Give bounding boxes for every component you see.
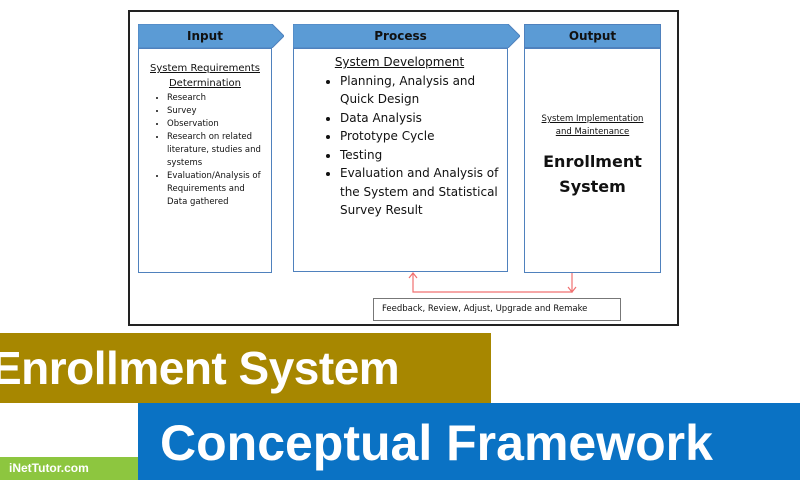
output-header: Output [524, 24, 661, 48]
input-header-arrow-shape [138, 24, 284, 48]
process-title: System Development [334, 55, 465, 69]
process-header-label: Process [374, 29, 427, 43]
feedback-box: Feedback, Review, Adjust, Upgrade and Re… [373, 298, 621, 321]
process-header: Process [293, 24, 520, 48]
input-title-line2: Determination [168, 78, 241, 89]
output-main-line2: System [559, 177, 626, 196]
output-main-line1: Enrollment [543, 152, 642, 171]
list-item: Research [167, 92, 267, 105]
arrow-up-icon [408, 272, 418, 279]
output-main: Enrollment System [525, 149, 660, 199]
list-item: Research on related literature, studies … [167, 131, 267, 170]
banner-title: Enrollment System [0, 342, 400, 394]
input-title: System Requirements [150, 63, 260, 74]
list-item: Evaluation/Analysis of Requirements and … [167, 170, 267, 209]
output-subtitle-line2: and Maintenance [555, 127, 630, 137]
list-item: Survey [167, 105, 267, 118]
output-box: System Implementation and Maintenance En… [524, 48, 661, 273]
brand-band: iNetTutor.com [0, 457, 138, 480]
input-header: Input [138, 24, 284, 48]
subtitle-band: Conceptual Framework [138, 403, 800, 480]
arrow-down-icon [567, 286, 577, 293]
feedback-loop-arrows [408, 272, 577, 293]
title-band: Enrollment System [0, 333, 491, 403]
process-box: System Development Planning, Analysis an… [293, 48, 508, 272]
list-item: Planning, Analysis and Quick Design [340, 72, 501, 109]
list-item: Evaluation and Analysis of the System an… [340, 164, 501, 220]
process-header-arrow-shape [293, 24, 520, 48]
list-item: Testing [340, 146, 501, 165]
list-item: Data Analysis [340, 109, 501, 128]
feedback-connector-line [412, 273, 573, 293]
output-subtitle: System Implementation [541, 114, 644, 124]
list-item: Observation [167, 118, 267, 131]
input-list: Research Survey Observation Research on … [143, 92, 267, 209]
input-box: System Requirements Determination Resear… [138, 48, 272, 273]
process-list: Planning, Analysis and Quick Design Data… [302, 72, 501, 220]
list-item: Prototype Cycle [340, 127, 501, 146]
brand-logo-text: iNetTutor.com [9, 461, 89, 475]
banner-subtitle: Conceptual Framework [160, 415, 713, 471]
input-header-label: Input [187, 29, 223, 43]
output-header-label: Output [568, 29, 617, 43]
